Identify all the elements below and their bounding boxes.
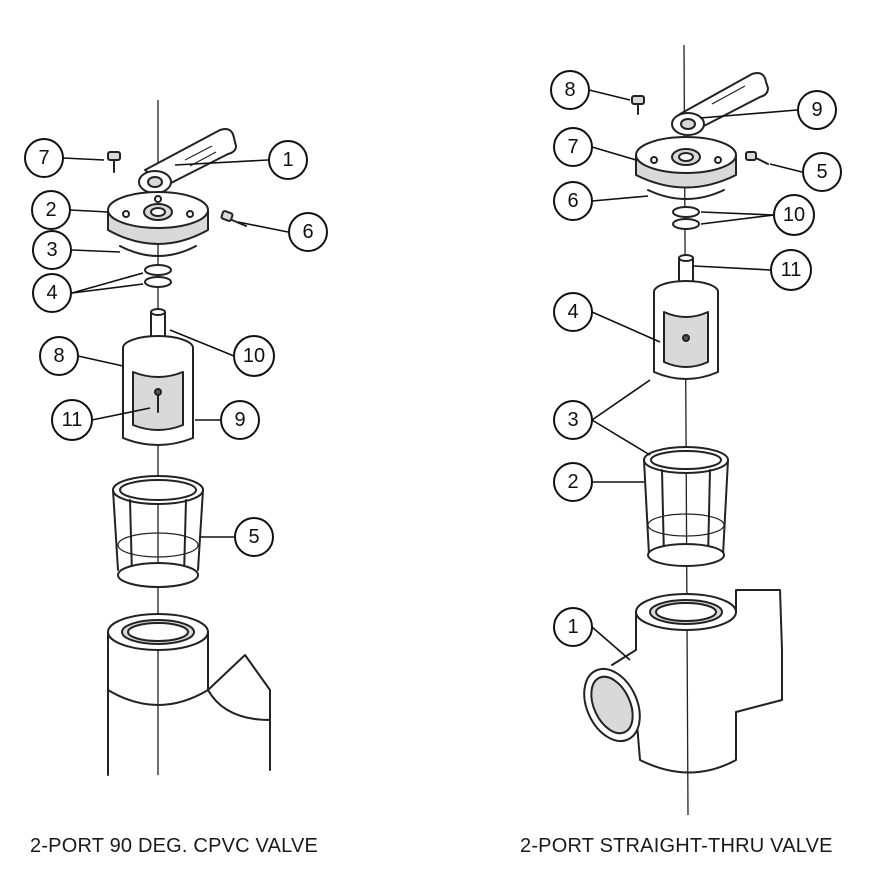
svg-text:7: 7 bbox=[38, 147, 49, 169]
left-callouts: 1 2 3 4 5 6 7 8 9 10 11 bbox=[24, 138, 328, 557]
left-callout-11: 11 bbox=[51, 399, 93, 441]
svg-text:8: 8 bbox=[564, 79, 575, 101]
svg-text:3: 3 bbox=[567, 409, 578, 431]
svg-text:11: 11 bbox=[62, 409, 83, 431]
right-callout-11: 11 bbox=[770, 249, 812, 291]
right-side-screw bbox=[745, 151, 769, 165]
svg-text:9: 9 bbox=[234, 409, 245, 431]
svg-text:3: 3 bbox=[46, 239, 57, 261]
right-leaders bbox=[588, 89, 803, 661]
left-screw bbox=[107, 151, 121, 173]
left-handle bbox=[138, 128, 237, 194]
left-valve-body bbox=[107, 613, 271, 776]
svg-text:11: 11 bbox=[781, 259, 802, 281]
left-callout-1: 1 bbox=[268, 140, 308, 180]
right-callout-6: 6 bbox=[553, 181, 593, 221]
right-callouts: 1 2 3 4 5 6 7 8 9 10 11 bbox=[550, 70, 842, 647]
right-rotor bbox=[653, 254, 719, 380]
left-callout-8: 8 bbox=[39, 336, 79, 376]
right-assembly bbox=[583, 44, 803, 816]
svg-text:6: 6 bbox=[567, 190, 578, 212]
left-callout-10: 10 bbox=[233, 335, 275, 377]
left-callout-5: 5 bbox=[234, 517, 274, 557]
svg-text:2: 2 bbox=[567, 471, 578, 493]
right-callout-7: 7 bbox=[553, 127, 593, 167]
right-callout-1: 1 bbox=[553, 607, 593, 647]
svg-text:1: 1 bbox=[282, 149, 293, 171]
left-rotor bbox=[122, 308, 194, 446]
right-screw bbox=[631, 95, 645, 115]
svg-text:10: 10 bbox=[243, 345, 265, 367]
left-bonnet bbox=[107, 191, 209, 245]
left-cage bbox=[112, 475, 204, 588]
left-diagram-title: 2-PORT 90 DEG. CPVC VALVE bbox=[30, 835, 319, 857]
left-assembly bbox=[62, 100, 289, 776]
right-handle bbox=[671, 72, 769, 136]
right-callout-8: 8 bbox=[550, 70, 590, 110]
svg-text:8: 8 bbox=[53, 345, 64, 367]
svg-text:4: 4 bbox=[46, 282, 57, 304]
svg-text:9: 9 bbox=[811, 99, 822, 121]
svg-text:5: 5 bbox=[816, 161, 827, 183]
right-callout-3: 3 bbox=[553, 400, 593, 440]
right-valve-body bbox=[583, 589, 783, 774]
svg-text:5: 5 bbox=[248, 526, 259, 548]
left-side-screw bbox=[220, 210, 247, 227]
left-leaders bbox=[62, 157, 289, 538]
left-callout-9: 9 bbox=[220, 400, 260, 440]
right-callout-9: 9 bbox=[797, 90, 837, 130]
svg-text:7: 7 bbox=[567, 136, 578, 158]
svg-text:2: 2 bbox=[45, 199, 56, 221]
left-callout-2: 2 bbox=[31, 190, 71, 230]
right-callout-5: 5 bbox=[802, 152, 842, 192]
svg-text:6: 6 bbox=[302, 221, 313, 243]
left-callout-6: 6 bbox=[288, 212, 328, 252]
right-callout-2: 2 bbox=[553, 462, 593, 502]
right-callout-4: 4 bbox=[553, 292, 593, 332]
right-bonnet bbox=[635, 136, 737, 189]
right-callout-10: 10 bbox=[773, 194, 815, 236]
svg-text:1: 1 bbox=[567, 616, 578, 638]
right-cage bbox=[643, 446, 729, 567]
left-callout-3: 3 bbox=[32, 230, 72, 270]
left-callout-4: 4 bbox=[32, 273, 72, 313]
right-diagram-title: 2-PORT STRAIGHT-THRU VALVE bbox=[520, 835, 833, 857]
svg-text:10: 10 bbox=[783, 204, 805, 226]
svg-text:4: 4 bbox=[567, 301, 578, 323]
left-callout-7: 7 bbox=[24, 138, 64, 178]
